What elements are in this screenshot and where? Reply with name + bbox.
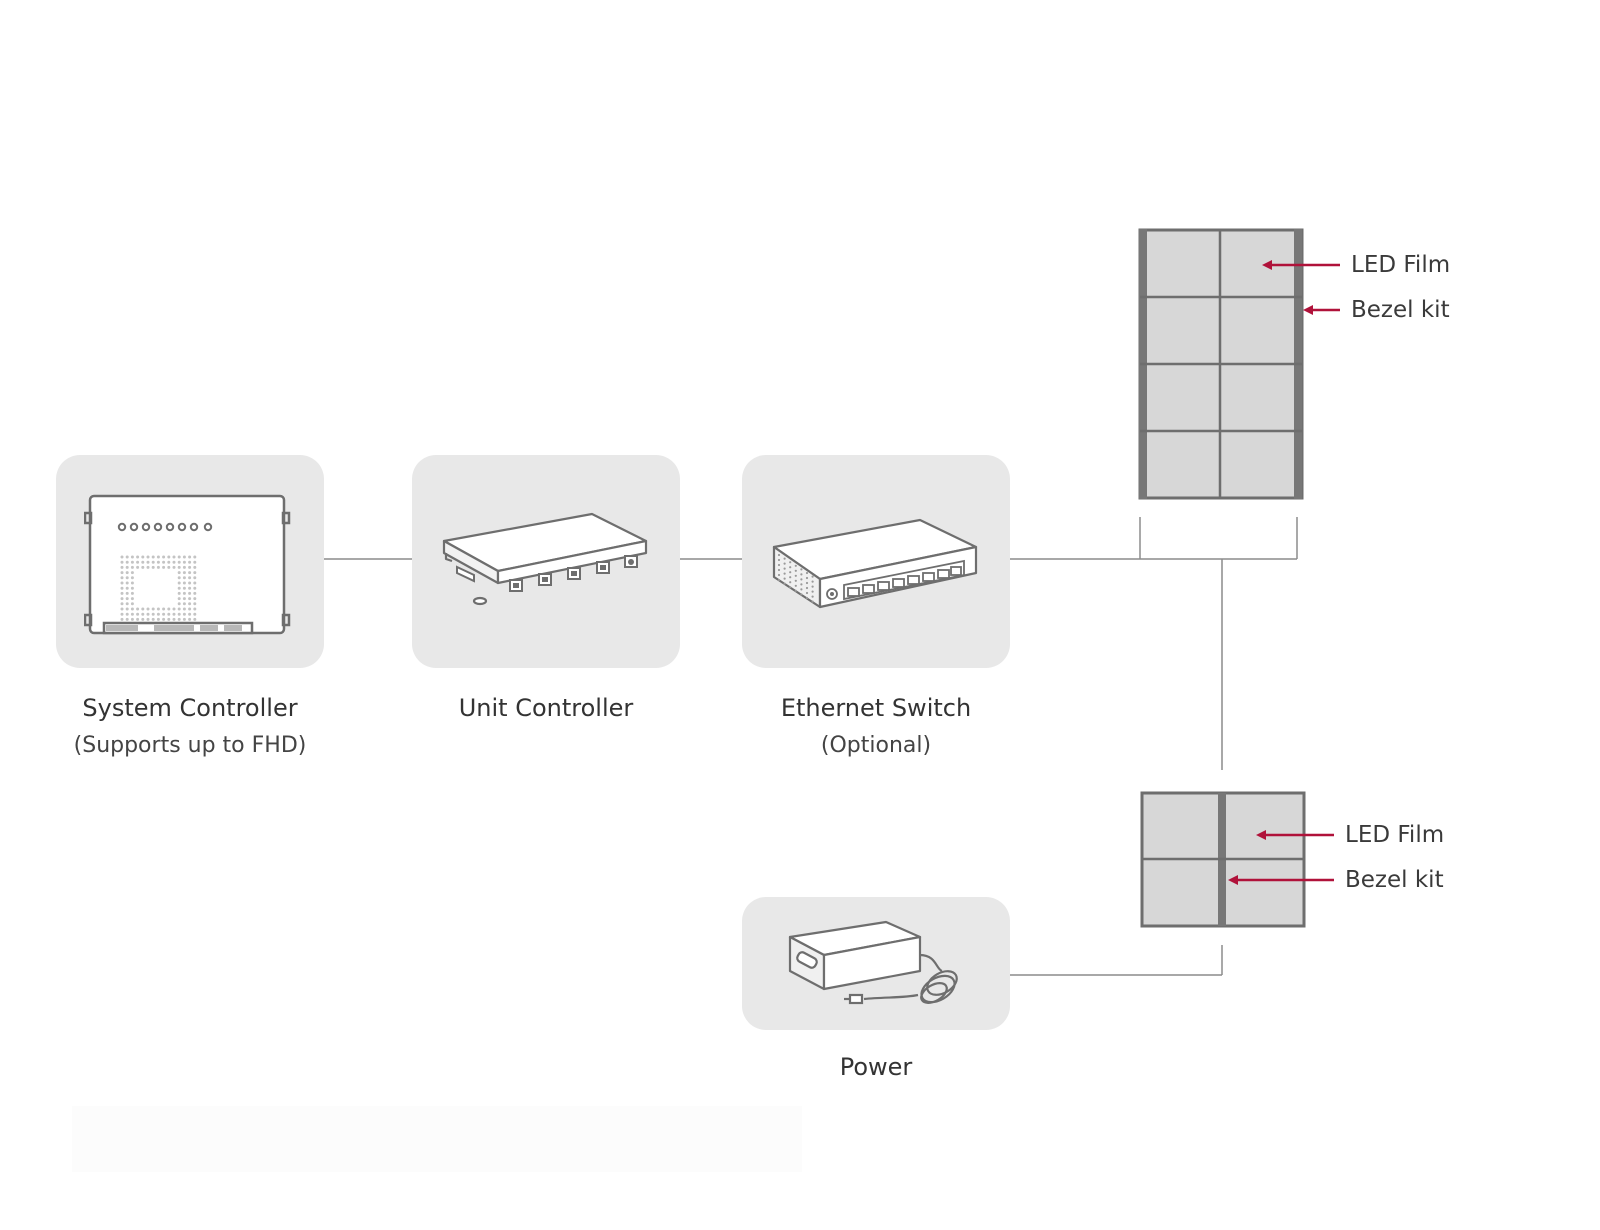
power-adapter-icon [788, 920, 958, 1005]
top-bezel-kit-label: Bezel kit [1351, 297, 1450, 323]
unit-controller-label: Unit Controller [396, 693, 696, 723]
system-controller-label: System Controller (Supports up to FHD) [40, 693, 340, 761]
led-panel-top [1138, 228, 1304, 500]
power-title: Power [839, 1053, 913, 1081]
bottom-bezel-kit-label: Bezel kit [1345, 867, 1444, 893]
footer-band [72, 1106, 802, 1172]
unit-controller-title: Unit Controller [458, 694, 634, 722]
ethernet-switch-icon [772, 518, 978, 609]
system-controller-card [56, 455, 324, 668]
bottom-led-film-label: LED Film [1345, 822, 1445, 848]
system-controller-title: System Controller [82, 694, 298, 722]
unit-controller-icon [442, 512, 648, 606]
power-card [742, 897, 1010, 1030]
led-panel-bottom [1140, 791, 1306, 928]
ethernet-switch-label: Ethernet Switch (Optional) [726, 693, 1026, 761]
unit-controller-card [412, 455, 680, 668]
ethernet-switch-card [742, 455, 1010, 668]
system-controller-icon [84, 494, 291, 635]
system-controller-subtitle: (Supports up to FHD) [73, 733, 307, 758]
ethernet-switch-subtitle: (Optional) [820, 733, 932, 758]
power-label: Power [726, 1052, 1026, 1082]
top-led-film-label: LED Film [1351, 252, 1451, 278]
ethernet-switch-title: Ethernet Switch [780, 694, 972, 722]
